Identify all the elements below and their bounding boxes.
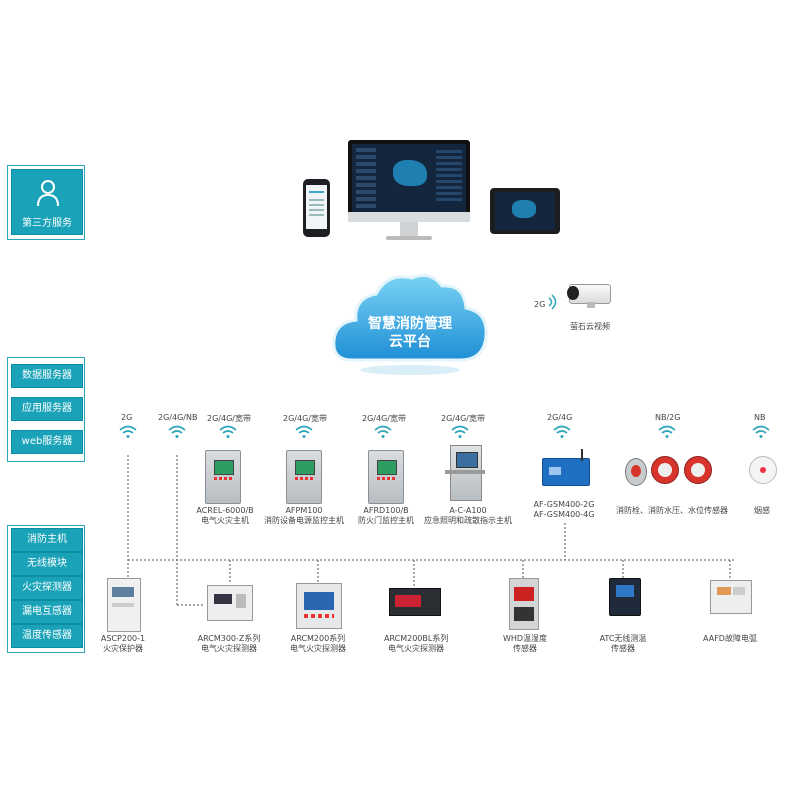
a-c-a100-cabinet (445, 445, 485, 501)
top-signal-4: 2G/4G/宽带 (283, 414, 327, 423)
app-server-button[interactable]: 应用服务器 (11, 397, 83, 421)
top-signal-1: 2G (121, 413, 133, 422)
wifi-icon (752, 425, 770, 438)
leakage-transformer-button[interactable]: 漏电互感器 (11, 600, 83, 624)
phone-device (303, 179, 330, 237)
atc-label: ATC无线测温传感器 (599, 634, 647, 653)
aafd-device (710, 580, 752, 614)
third-party-label: 第三方服务 (22, 218, 72, 229)
top-signal-5: 2G/4G/宽带 (362, 414, 406, 423)
whd-label: WHD温湿度传感器 (502, 634, 548, 653)
desktop-monitor (348, 140, 470, 244)
hydrant-sensor-label: 消防栓、消防水压、水位传感器 (616, 506, 728, 515)
cloud-title: 智慧消防管理 云平台 (350, 315, 470, 351)
wifi-icon (553, 425, 571, 438)
cloud-title-line1: 智慧消防管理 (368, 316, 452, 332)
wifi-icon (295, 425, 313, 438)
aafd-label: AAFD故障电弧 (703, 634, 757, 643)
third-party-panel: 第三方服务 (7, 165, 85, 240)
camera-label: 萤石云视频 (570, 322, 610, 331)
cloud-shape (332, 273, 488, 375)
cloud-title-line2: 云平台 (389, 334, 431, 350)
af-gsm400-module (542, 449, 590, 486)
tablet-device (490, 188, 560, 234)
third-party-button[interactable]: 第三方服务 (11, 169, 83, 235)
user-icon (37, 180, 59, 207)
web-server-button[interactable]: web服务器 (11, 430, 83, 454)
server-panel: 数据服务器 应用服务器 web服务器 (7, 357, 85, 462)
arcm300-label: ARCM300-Z系列电气火灾探测器 (197, 634, 261, 653)
acrel-6000-cabinet (205, 450, 241, 504)
wireless-module-button[interactable]: 无线模块 (11, 552, 83, 576)
wifi-icon (374, 425, 392, 438)
camera-wifi-icon (548, 294, 557, 310)
wifi-icon (219, 425, 237, 438)
top-signal-9: NB (754, 413, 766, 422)
smoke-detector (749, 456, 777, 484)
smoke-detector-label: 烟感 (754, 506, 770, 515)
top-signal-7: 2G/4G (547, 413, 573, 422)
arcm300-device (207, 585, 253, 621)
top-signal-3: 2G/4G/宽带 (207, 414, 251, 423)
arcm200bl-label: ARCM200BL系列电气火灾探测器 (384, 634, 449, 653)
atc-device (609, 578, 641, 616)
wifi-icon (658, 425, 676, 438)
top-signal-6: 2G/4G/宽带 (441, 414, 485, 423)
hydrant-sensor-3 (684, 456, 712, 484)
temperature-sensor-button[interactable]: 温度传感器 (11, 624, 83, 648)
wifi-icon (451, 425, 469, 438)
data-server-button[interactable]: 数据服务器 (11, 364, 83, 388)
ascp200-device (107, 578, 141, 632)
top-signal-2: 2G/4G/NB (158, 413, 198, 422)
hydrant-sensor-2 (651, 456, 679, 484)
afrd100-cabinet (368, 450, 404, 504)
hydrant-sensor-1 (625, 458, 647, 486)
arcm200-label: ARCM200系列电气火灾探测器 (290, 634, 346, 653)
camera-signal-label: 2G (534, 300, 546, 309)
top-signal-8: NB/2G (655, 413, 681, 422)
device-type-panel: 消防主机 无线模块 火灾探测器 漏电互感器 温度传感器 (7, 525, 85, 653)
wifi-icon (119, 425, 137, 438)
arcm200-device (296, 583, 342, 629)
arcm200bl-device (389, 588, 441, 616)
afpm100-cabinet (286, 450, 322, 504)
fire-host-button[interactable]: 消防主机 (11, 528, 83, 552)
whd-device (509, 578, 539, 630)
fire-detector-button[interactable]: 火灾探测器 (11, 576, 83, 600)
camera-device (567, 284, 613, 308)
wifi-icon (168, 425, 186, 438)
